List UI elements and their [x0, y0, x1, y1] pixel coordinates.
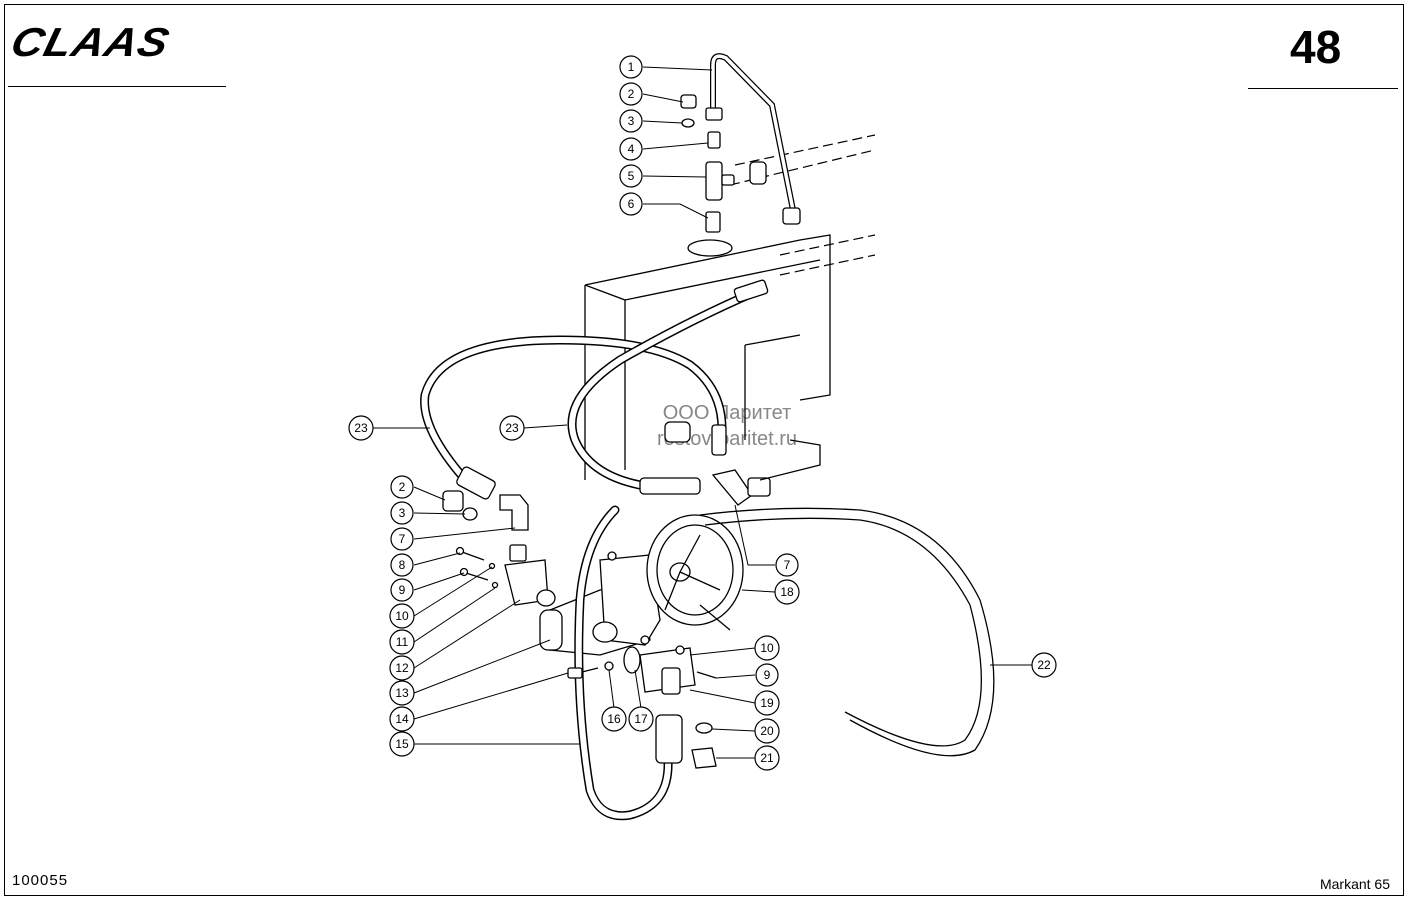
svg-text:10: 10	[760, 641, 774, 655]
watermark-line-site: rostov-paritet.ru	[656, 428, 798, 450]
hose-part-15	[574, 505, 683, 821]
svg-text:4: 4	[628, 142, 635, 156]
callout-22: 22	[1031, 652, 1057, 678]
callout-10-right: 10	[754, 635, 780, 661]
svg-text:9: 9	[764, 668, 771, 682]
svg-text:7: 7	[399, 532, 406, 546]
svg-text:2: 2	[399, 480, 406, 494]
svg-text:11: 11	[396, 635, 409, 649]
callout-23-right: 23	[499, 415, 525, 441]
right-fittings	[664, 421, 821, 506]
svg-text:21: 21	[760, 751, 774, 765]
callout-2-mid: 2	[390, 475, 414, 499]
callout-15: 15	[389, 731, 415, 757]
svg-text:9: 9	[399, 583, 406, 597]
callout-17: 17	[628, 706, 654, 732]
top-fittings	[680, 94, 767, 233]
svg-text:22: 22	[1037, 658, 1051, 672]
oil-tank-outline	[584, 134, 876, 480]
callout-7-left: 7	[390, 527, 414, 551]
svg-text:15: 15	[395, 737, 409, 751]
callout-19: 19	[754, 690, 780, 716]
callout-18: 18	[774, 579, 800, 605]
svg-text:18: 18	[780, 585, 794, 599]
svg-text:3: 3	[399, 506, 406, 520]
callout-1: 1	[619, 55, 643, 79]
callout-7-right: 7	[775, 553, 799, 577]
callout-21: 21	[754, 745, 780, 771]
pulley-part-18	[646, 514, 744, 631]
callout-8: 8	[390, 553, 414, 577]
leader-lines	[373, 66, 1032, 759]
svg-text:6: 6	[628, 197, 635, 211]
svg-text:13: 13	[395, 686, 409, 700]
v-belt-part-22	[699, 507, 995, 757]
svg-text:5: 5	[628, 169, 635, 183]
svg-text:19: 19	[760, 696, 774, 710]
flange-part-19	[623, 645, 717, 769]
callout-16: 16	[601, 706, 627, 732]
callout-11: 11	[389, 629, 415, 655]
callout-12: 12	[389, 655, 415, 681]
callout-6: 6	[619, 192, 643, 216]
header-rule-left	[8, 86, 226, 87]
svg-text:1: 1	[628, 60, 635, 74]
callout-3-top: 3	[619, 109, 643, 133]
model-name: Markant 65	[1319, 876, 1390, 892]
watermark: ООО Паритет rostov-paritet.ru	[612, 400, 842, 452]
svg-text:23: 23	[505, 421, 519, 435]
document-code: 100055	[12, 872, 69, 889]
small-hardware	[455, 546, 614, 679]
pipe-part-1	[710, 53, 801, 225]
watermark-line-company: ООО Паритет	[662, 402, 792, 424]
hose-part-23-inner	[567, 279, 769, 495]
callout-20: 20	[754, 718, 780, 744]
svg-text:17: 17	[634, 712, 648, 726]
callout-9-right: 9	[755, 663, 779, 687]
svg-text:7: 7	[784, 558, 791, 572]
header-rule-right	[1248, 88, 1398, 89]
svg-text:8: 8	[399, 558, 406, 572]
callout-13: 13	[389, 680, 415, 706]
callout-group: 1 2 3 4 5 6 23 23 2 3 7 8 9 10 11 12 13 …	[348, 55, 1057, 771]
page-frame	[4, 4, 1404, 896]
callout-14: 14	[389, 706, 415, 732]
svg-text:12: 12	[395, 661, 409, 675]
callout-2-top: 2	[619, 82, 643, 106]
callout-5: 5	[619, 164, 643, 188]
hydraulic-pump	[504, 551, 661, 656]
page-number: 48	[1290, 21, 1342, 73]
callout-10-left: 10	[389, 603, 415, 629]
svg-text:10: 10	[395, 609, 409, 623]
hose-part-23-outer	[420, 335, 727, 500]
callout-3-mid: 3	[390, 501, 414, 525]
callout-4: 4	[619, 137, 643, 161]
callout-23-left: 23	[348, 415, 374, 441]
callout-9-left: 9	[390, 578, 414, 602]
svg-text:2: 2	[628, 87, 635, 101]
svg-text:20: 20	[760, 724, 774, 738]
svg-text:14: 14	[395, 712, 409, 726]
svg-text:3: 3	[628, 114, 635, 128]
svg-text:23: 23	[354, 421, 368, 435]
svg-text:16: 16	[607, 712, 621, 726]
left-fittings	[442, 490, 529, 562]
